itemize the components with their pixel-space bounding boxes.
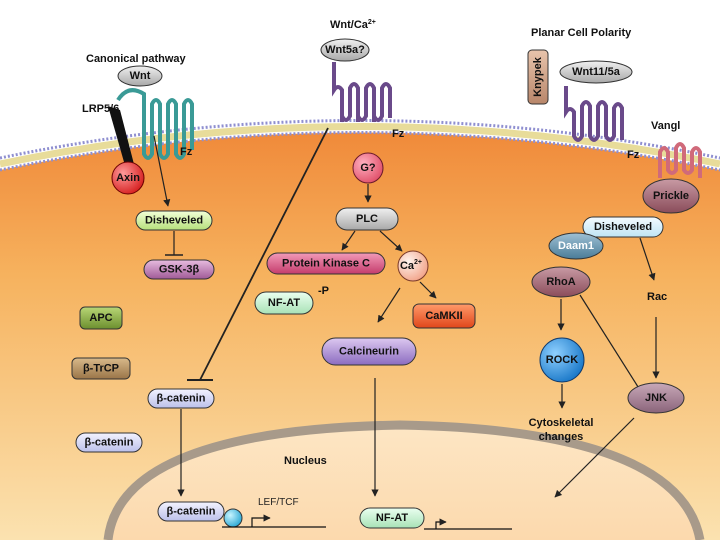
wnt-ca-title-sup: 2+ — [368, 19, 376, 26]
jnk-label: JNK — [645, 392, 667, 404]
calcium-label: Ca2+ — [400, 259, 422, 273]
btrcp-node: β-TrCP — [71, 357, 131, 380]
g-protein-node: G? — [352, 152, 384, 184]
wnt11-ligand-label: Wnt11/5a — [572, 66, 621, 78]
vangl-receptor — [658, 142, 702, 178]
disheveled-pcp: Disheveled — [582, 216, 664, 238]
knypek-protein: Knypek — [527, 49, 549, 105]
knypek-label: Knypek — [532, 56, 544, 97]
axin-label: Axin — [116, 172, 140, 184]
jnk-node: JNK — [627, 382, 685, 414]
wnt11-ligand: Wnt11/5a — [559, 60, 633, 84]
arrow-fz-to-disheveled — [153, 135, 171, 207]
rock-label: ROCK — [546, 354, 578, 366]
fz-label-ca: Fz — [392, 128, 405, 140]
disheveled-canonical-label: Disheveled — [145, 215, 203, 227]
cell-membrane — [0, 119, 720, 172]
arrow-disheveled-to-rac — [639, 237, 656, 281]
fz-receptor-ca — [332, 62, 392, 122]
calcium-label-sup: 2+ — [414, 259, 422, 266]
calcium-node: Ca2+ — [397, 250, 429, 282]
nfat-phospho-label: -P — [318, 285, 329, 297]
gsk3b-node: GSK-3β — [143, 259, 215, 280]
arrow-plc-to-pkc — [341, 230, 356, 251]
fz-label-pcp: Fz — [627, 149, 640, 161]
beta-catenin-cyto-label: β-catenin — [157, 393, 206, 405]
apc-node: APC — [79, 306, 123, 330]
rhoa-node: RhoA — [531, 266, 591, 298]
inhibit-line-long — [199, 127, 329, 381]
vangl-label: Vangl — [651, 120, 680, 132]
nfat-nuclear-node: NF-AT — [359, 507, 425, 529]
arrow-plc-to-ca — [379, 230, 403, 252]
fz-receptor-pcp — [564, 86, 624, 142]
nucleus-label: Nucleus — [284, 455, 327, 467]
lrp-receptor — [108, 106, 136, 176]
camkii-label: CaMKII — [425, 310, 462, 322]
pkc-label: Protein Kinase C — [282, 258, 370, 270]
btrcp-label: β-TrCP — [83, 363, 119, 375]
rac-label: Rac — [647, 291, 667, 303]
arrow-ca-to-camkii — [419, 281, 437, 299]
beta-catenin-nuclear: β-catenin — [157, 501, 225, 522]
g-protein-label: G? — [360, 162, 376, 174]
fz-receptor-canonical — [116, 88, 194, 160]
plc-node: PLC — [335, 207, 399, 231]
nfat-cyto-label: NF-AT — [268, 297, 300, 309]
rhoa-label: RhoA — [546, 276, 575, 288]
calcineurin-node: Calcineurin — [321, 337, 417, 366]
wnt-ligand-label: Wnt — [130, 70, 151, 82]
beta-catenin-nuclear-label: β-catenin — [167, 506, 216, 518]
cytoskeletal-label-1: Cytoskeletal — [529, 417, 594, 429]
line-rhoa-to-jnk — [579, 294, 641, 391]
beta-catenin-cyto: β-catenin — [147, 388, 215, 409]
disheveled-pcp-label: Disheveled — [594, 221, 652, 233]
calcium-label-text: Ca — [400, 260, 415, 272]
lef-tcf-label: LEF/TCF — [258, 497, 299, 508]
canonical-pathway-title: Canonical pathway — [86, 53, 187, 65]
wnt5a-ligand-label: Wnt5a? — [325, 44, 365, 56]
gsk3b-label: GSK-3β — [159, 264, 200, 276]
prickle-node: Prickle — [642, 178, 700, 214]
lef-tcf-node — [223, 508, 243, 528]
nfat-nuclear-label: NF-AT — [376, 512, 408, 524]
camkii-node: CaMKII — [412, 303, 476, 329]
axin-node: Axin — [111, 161, 145, 195]
pcp-title: Planar Cell Polarity — [531, 27, 632, 39]
wnt-ca-title: Wnt/Ca2+ — [330, 19, 376, 31]
prickle-label: Prickle — [653, 190, 689, 202]
dna-nfat — [424, 518, 512, 530]
beta-catenin-free: β-catenin — [75, 432, 143, 453]
wnt-ca-title-text: Wnt/Ca — [330, 19, 369, 31]
daam1-label: Daam1 — [558, 240, 594, 252]
plc-label: PLC — [356, 213, 378, 225]
calcineurin-label: Calcineurin — [339, 346, 399, 358]
arrow-jnk-to-nucleus — [554, 417, 635, 498]
beta-catenin-free-label: β-catenin — [85, 437, 134, 449]
wnt5a-ligand: Wnt5a? — [320, 38, 370, 62]
dna-canonical — [222, 514, 326, 528]
pkc-node: Protein Kinase C — [266, 252, 386, 275]
wnt-ligand: Wnt — [117, 65, 163, 87]
cytoskeletal-label-2: changes — [539, 431, 584, 443]
daam1-node: Daam1 — [548, 232, 604, 260]
disheveled-canonical: Disheveled — [135, 210, 213, 231]
rock-node: ROCK — [539, 337, 585, 383]
apc-label: APC — [89, 312, 112, 324]
arrow-ca-to-calcineurin — [377, 287, 401, 323]
nfat-cyto-node: NF-AT — [254, 291, 314, 315]
nucleus — [103, 420, 705, 540]
fz-label-canonical: Fz — [180, 146, 193, 158]
